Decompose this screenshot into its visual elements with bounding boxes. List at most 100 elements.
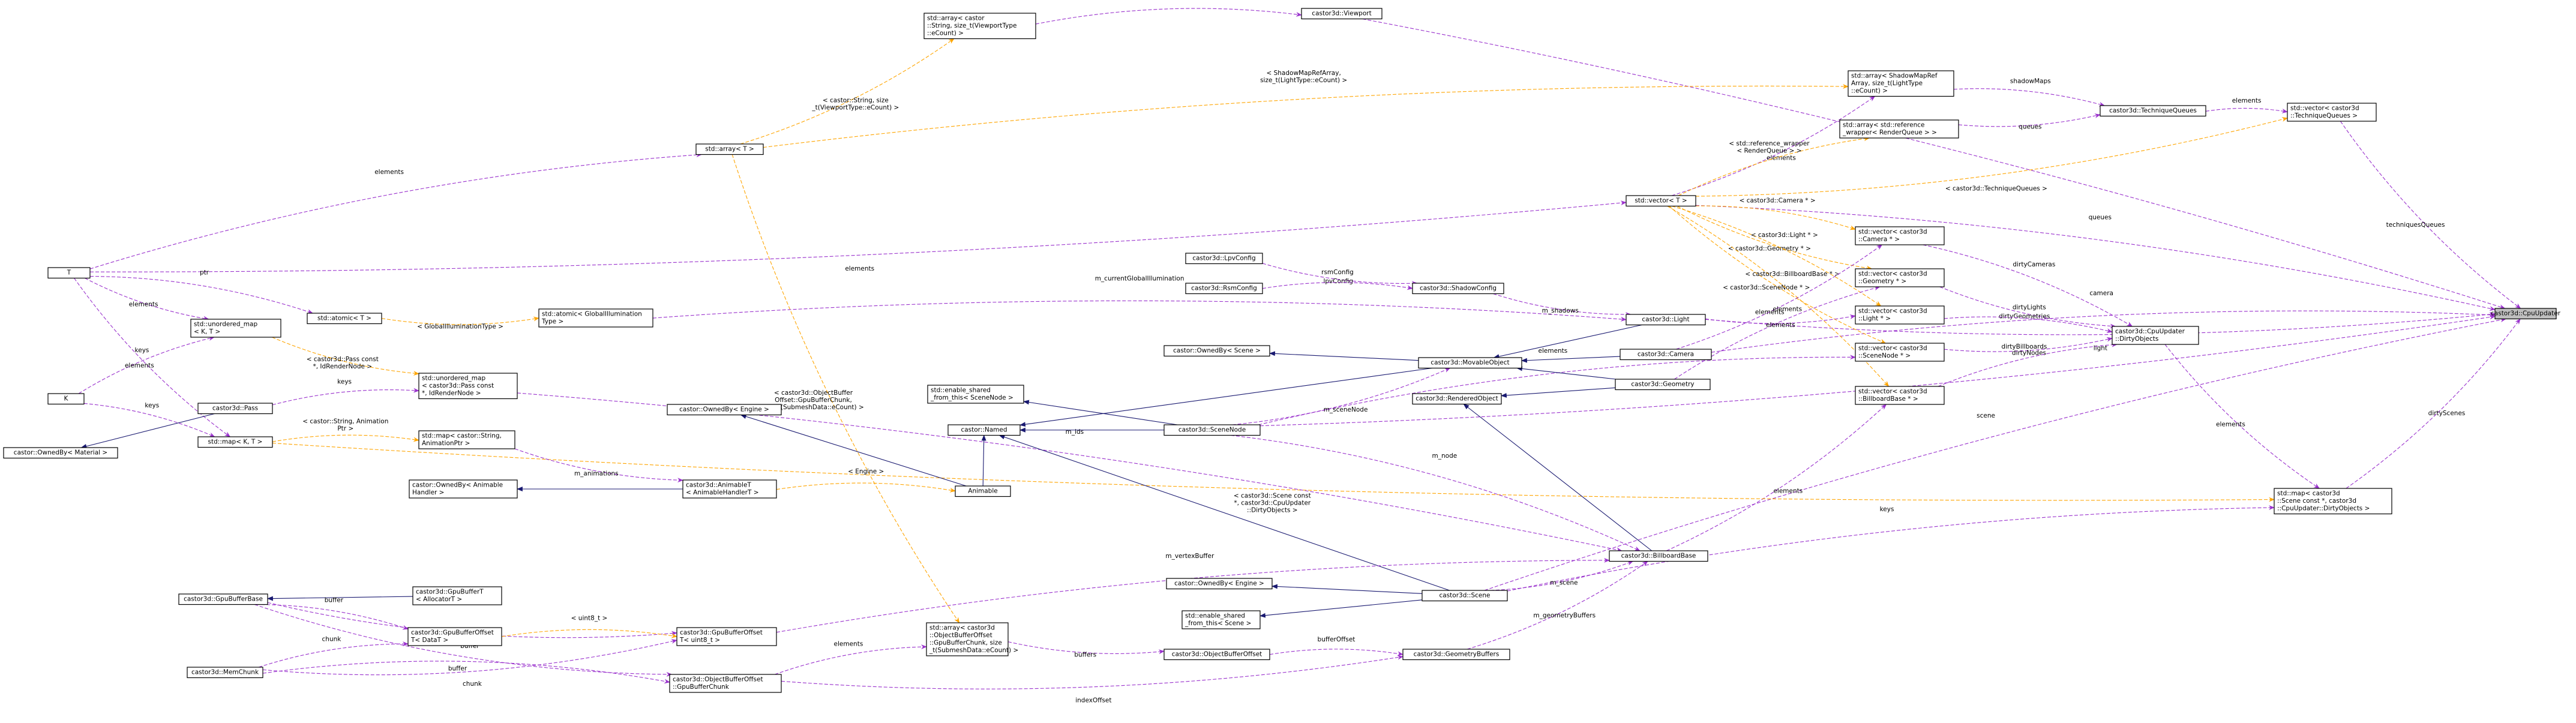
class-node-light[interactable]: castor3d::Light <box>1626 314 1706 326</box>
class-node-vec_tq[interactable]: std::vector< castor3d::TechniqueQueues > <box>2287 103 2377 122</box>
class-node-map_anim[interactable]: std::map< castor::String,AnimationPtr > <box>418 430 515 449</box>
class-node-label: castor3d::GpuBufferT <box>416 589 484 596</box>
edge-label: < castor3d::BillboardBase * > <box>1745 271 1840 278</box>
class-node-geobufs[interactable]: castor3d::GeometryBuffers <box>1402 649 1510 661</box>
class-node-mapKT[interactable]: std::map< K, T > <box>197 436 273 448</box>
edge-label: < castor3d::Pass const <box>307 356 379 363</box>
class-node-umap_KT[interactable]: std::unordered_map< K, T > <box>190 319 281 338</box>
class-node-label: < K, T > <box>194 328 220 335</box>
class-node-box <box>1163 649 1270 661</box>
edge-viewport-to-cpu: viewport <box>1362 18 2506 310</box>
class-node-box <box>307 313 382 325</box>
edge-line <box>1672 205 1882 307</box>
class-node-label: T< uint8_t > <box>679 637 720 644</box>
class-node-arrT[interactable]: std::array< T > <box>695 143 764 155</box>
edge-vec_tq-to-cpu: techniquesQueues <box>2340 121 2521 309</box>
edge-label: elements <box>1766 322 1795 329</box>
edge-shadow-to-light: m_shadows <box>1493 293 1632 317</box>
class-node-vec_geo[interactable]: std::vector< castor3d::Geometry * > <box>1855 268 1945 287</box>
edge-memChunk-to-gpuBufOffU: chunk <box>262 639 677 688</box>
class-node-label: std::map< K, T > <box>208 439 263 446</box>
class-node-rendered[interactable]: castor3d::RenderedObject <box>1412 393 1502 405</box>
class-node-vec_bb[interactable]: std::vector< castor3d::BillboardBase * > <box>1855 386 1945 405</box>
class-node-box <box>926 622 1009 656</box>
edge-sceneNode-to-esft_sn <box>1023 400 1178 425</box>
class-node-pass[interactable]: castor3d::Pass <box>197 403 273 415</box>
class-node-gpuBufBase[interactable]: castor3d::GpuBufferBase <box>178 593 268 605</box>
class-node-arr_sm[interactable]: std::array< ShadowMapRefArray, size_t(Li… <box>1848 70 1954 97</box>
class-node-esft_scene[interactable]: std::enable_shared_from_this< Scene > <box>1181 610 1261 629</box>
edge-pass-to-ownMat <box>80 413 215 449</box>
edge-mapKT-to-map_anim: < castor::String, AnimationPtr > <box>272 418 419 442</box>
edge-line <box>1939 286 2116 329</box>
class-node-box <box>1855 305 1945 325</box>
class-node-label: Animable <box>968 488 997 495</box>
class-node-dirty[interactable]: castor3d::CpuUpdater::DirtyObjects <box>2112 326 2199 345</box>
class-node-animableT[interactable]: castor3d::AnimableT< AnimableHandlerT > <box>682 479 777 499</box>
class-node-geometry[interactable]: castor3d::Geometry <box>1615 379 1711 391</box>
class-node-atomic_gi[interactable]: std::atomic< GlobalIlluminationType > <box>538 308 653 328</box>
class-node-label: std::unordered_map <box>194 321 257 328</box>
class-node-ownMat[interactable]: castor::OwnedBy< Material > <box>3 447 118 459</box>
edge-geobufs-to-billboard: m_geometryBuffers <box>1467 560 1648 650</box>
class-node-camera[interactable]: castor3d::Camera <box>1620 349 1712 361</box>
class-node-vec_sn[interactable]: std::vector< castor3d::SceneNode * > <box>1855 343 1945 362</box>
class-node-objBufOff[interactable]: castor3d::ObjectBufferOffset <box>1163 649 1270 661</box>
class-node-box <box>1855 386 1945 405</box>
class-node-memChunk[interactable]: castor3d::MemChunk <box>187 667 263 679</box>
class-node-vec_cam[interactable]: std::vector< castor3d::Camera * > <box>1855 226 1945 245</box>
edge-scene-to-ownEngine2 <box>1271 584 1423 594</box>
class-node-sceneNode[interactable]: castor3d::SceneNode <box>1163 424 1261 436</box>
class-node-K[interactable]: K <box>47 393 85 405</box>
class-node-movable[interactable]: castor3d::MovableObject <box>1418 357 1522 369</box>
edge-vec_bb-to-dirty: dirtyBillboards <box>1938 342 2118 387</box>
class-node-ownEngineSN[interactable]: castor::OwnedBy< Engine > <box>667 404 782 416</box>
edge-label: dirtyScenes <box>2428 410 2466 417</box>
class-node-ownScene[interactable]: castor::OwnedBy< Scene > <box>1163 345 1270 357</box>
edge-line <box>1230 434 1641 551</box>
class-node-lpv[interactable]: castor3d::LpvConfig <box>1185 253 1263 265</box>
class-node-arr_rq[interactable]: std::array< std::reference_wrapper< Rend… <box>1839 119 1959 139</box>
class-node-rsm[interactable]: castor3d::RsmConfig <box>1185 283 1263 295</box>
edge-line <box>1669 206 1887 344</box>
class-node-umap_pass[interactable]: std::unordered_map< castor3d::Pass const… <box>418 373 518 400</box>
class-node-viewport[interactable]: castor3d::Viewport <box>1301 8 1383 20</box>
class-node-obo_chunk[interactable]: castor3d::ObjectBufferOffset::GpuBufferC… <box>669 674 782 693</box>
edge-label: chunk <box>463 680 482 688</box>
class-node-label: castor3d::Camera <box>1638 351 1694 358</box>
class-node-label: ::GpuBufferChunk <box>673 683 730 691</box>
class-node-box <box>412 586 502 605</box>
class-node-scene[interactable]: castor3d::Scene <box>1422 590 1508 602</box>
edge-camera-to-cpu: camera <box>1711 290 2496 353</box>
edge-K-to-mapKT: keys <box>83 402 215 437</box>
class-node-arr_obo[interactable]: std::array< castor3d::ObjectBufferOffset… <box>926 622 1018 656</box>
class-node-gpuBufT[interactable]: castor3d::GpuBufferT< AllocatorT > <box>412 586 502 605</box>
class-node-label: castor3d::BillboardBase <box>1621 553 1696 560</box>
class-node-shadow[interactable]: castor3d::ShadowConfig <box>1412 283 1504 295</box>
edge-obo_chunk-to-arr_obo: elements <box>775 641 927 675</box>
edge-label: < castor::String, Animation <box>302 418 388 425</box>
class-node-label: castor3d::GpuBufferOffset <box>411 629 494 637</box>
edge-gpuBufBase-to-gpuBufOffT: buffer <box>256 597 409 630</box>
class-node-esft_sn[interactable]: std::enable_shared_from_this< SceneNode … <box>927 385 1024 404</box>
edge-movable-to-named <box>1019 367 1432 427</box>
class-node-vecT[interactable]: std::vector< T > <box>1626 195 1696 207</box>
edge-line <box>1269 649 1404 656</box>
class-node-atomicT[interactable]: std::atomic< T > <box>307 313 382 325</box>
class-node-T[interactable]: T <box>47 267 91 279</box>
class-node-vec_light[interactable]: std::vector< castor3d::Light * > <box>1855 305 1945 325</box>
class-node-billboard[interactable]: castor3d::BillboardBase <box>1609 550 1708 562</box>
class-node-box <box>3 447 118 459</box>
class-node-map_dirty[interactable]: std::map< castor3d::Scene const *, casto… <box>2274 488 2392 515</box>
class-node-ownAnimHandler[interactable]: castor::OwnedBy< AnimableHandler > <box>409 479 518 499</box>
edge-line <box>1944 337 2113 352</box>
class-node-box <box>1855 343 1945 362</box>
class-node-cpu[interactable]: castor3d::CpuUpdater <box>2491 308 2561 320</box>
class-node-techq[interactable]: castor3d::TechniqueQueues <box>2100 105 2206 117</box>
class-node-animable[interactable]: Animable <box>955 485 1011 497</box>
class-node-named[interactable]: castor::Named <box>947 424 1021 436</box>
class-node-ownEngine2[interactable]: castor::OwnedBy< Engine > <box>1166 578 1273 590</box>
class-node-arr_vp[interactable]: std::array< castor::String, size_t(Viewp… <box>923 13 1036 40</box>
